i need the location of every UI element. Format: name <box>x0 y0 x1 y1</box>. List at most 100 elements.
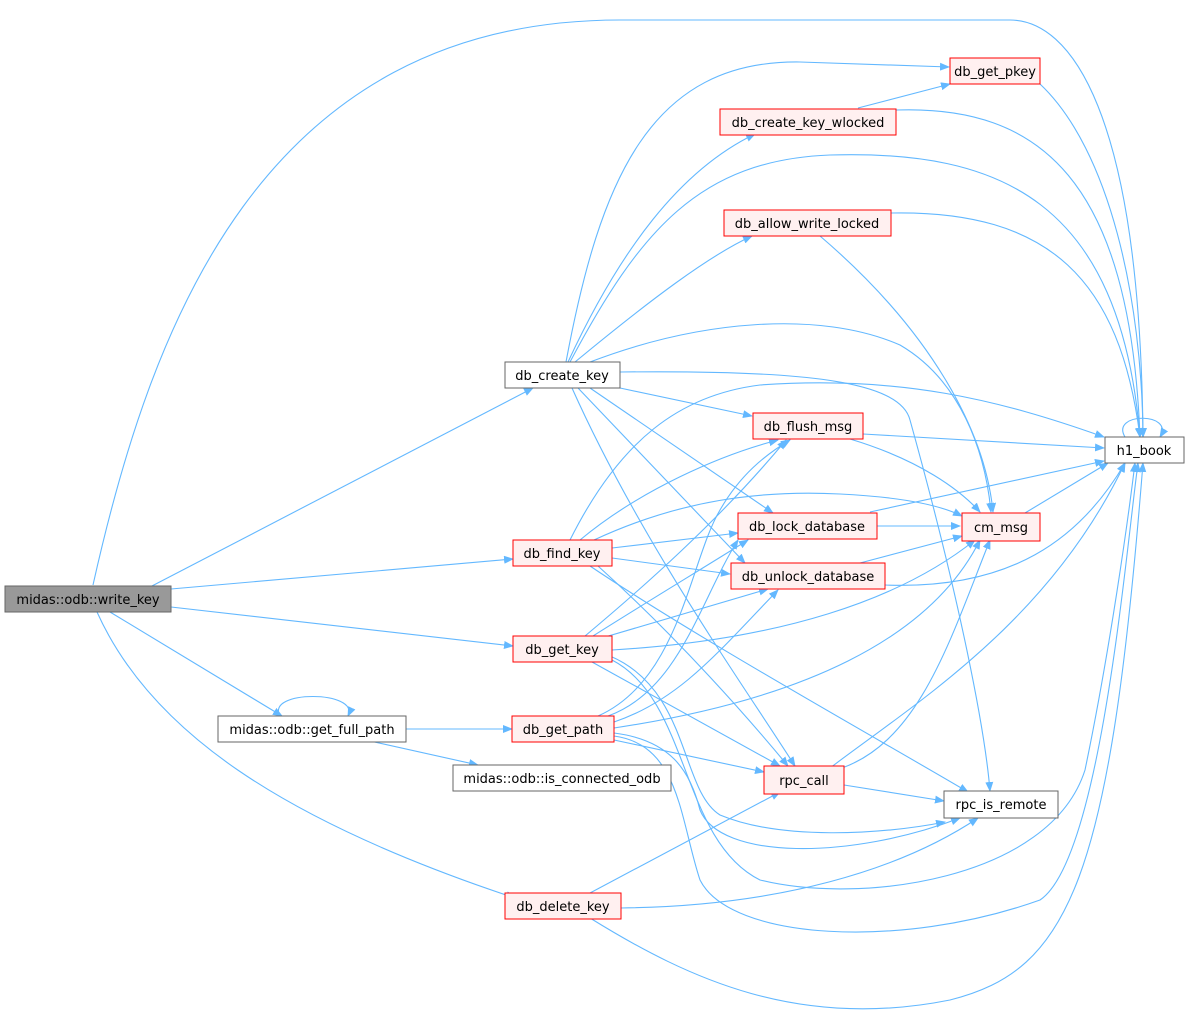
node-db-allow-write-locked-label: db_allow_write_locked <box>735 217 880 232</box>
node-h1-book[interactable]: h1_book <box>1104 436 1185 464</box>
node-db-get-key-box <box>512 635 613 663</box>
edge-unlock_db-cm_msg <box>859 534 963 564</box>
node-get-full-path-label: midas::odb::get_full_path <box>229 723 394 738</box>
node-db-get-path-box <box>511 715 615 743</box>
node-db-allow-write-locked[interactable]: db_allow_write_locked <box>723 209 892 237</box>
node-db-create-key-wlocked-box <box>719 108 897 136</box>
edge-get_pkey-h1_book <box>1039 83 1147 438</box>
edge-write_key-get_full_path <box>109 611 283 717</box>
node-db-create-key-wlocked[interactable]: db_create_key_wlocked <box>719 108 897 136</box>
edge-create_key_wlocked-h1_book <box>895 109 1144 438</box>
edge-find_key-lock_db <box>611 530 739 549</box>
edge-unlock_db-h1_book <box>884 462 1126 586</box>
edge-get_full_path-self <box>277 696 356 717</box>
edge-flush_msg-h1_book <box>862 433 1105 452</box>
edge-get_path-lock_db <box>607 539 739 717</box>
node-get-full-path[interactable]: midas::odb::get_full_path <box>217 715 407 743</box>
edge-get_key-unlock_db <box>604 587 769 638</box>
edge-find_key-cm_msg <box>593 492 963 541</box>
node-rpc-call-label: rpc_call <box>779 774 829 789</box>
edge-find_key-rpc_call <box>597 565 789 767</box>
node-db-delete-key-box <box>504 892 622 920</box>
node-db-get-path[interactable]: db_get_path <box>511 715 615 743</box>
edge-get_path-unlock_db <box>613 589 779 723</box>
node-is-connected-odb-label: midas::odb::is_connected_odb <box>463 772 660 787</box>
node-layer: midas::odb::write_key db_create_key db_g… <box>4 57 1185 920</box>
node-db-find-key[interactable]: db_find_key <box>512 539 613 567</box>
node-db-delete-key-label: db_delete_key <box>516 900 610 915</box>
edge-create_key-rpc_call <box>571 387 796 767</box>
edge-layer <box>92 19 1169 1010</box>
node-db-unlock-database-label: db_unlock_database <box>742 570 875 585</box>
node-db-create-key[interactable]: db_create_key <box>504 361 621 389</box>
edge-lock_db-h1_book <box>869 459 1105 513</box>
edge-delete_key-rpc_is_remote <box>620 817 979 909</box>
node-write-key[interactable]: midas::odb::write_key <box>4 585 172 613</box>
node-db-get-path-label: db_get_path <box>523 723 603 738</box>
edge-rpc_call-cm_msg <box>841 539 991 769</box>
edge-create_key-allow_write <box>574 235 753 363</box>
node-db-get-pkey[interactable]: db_get_pkey <box>949 57 1041 85</box>
edge-get_key-lock_db <box>592 539 749 637</box>
edge-find_key-flush_msg <box>579 438 779 541</box>
edge-get_path-h1_book <box>613 462 1141 933</box>
edge-get_key-flush_msg <box>584 439 787 637</box>
node-h1-book-box <box>1104 436 1185 464</box>
node-is-connected-odb[interactable]: midas::odb::is_connected_odb <box>452 764 672 792</box>
edge-h1_book-h1_book <box>1122 417 1169 438</box>
edge-allow_write-cm_msg <box>819 235 997 513</box>
node-db-create-key-wlocked-label: db_create_key_wlocked <box>732 116 885 131</box>
edge-rpc_call-rpc_is_remote <box>843 784 945 804</box>
node-db-allow-write-locked-box <box>723 209 892 237</box>
node-db-unlock-database-box <box>730 562 886 590</box>
node-db-unlock-database[interactable]: db_unlock_database <box>730 562 886 590</box>
edge-rpc_call-h1_book <box>829 462 1126 769</box>
edge-flush_msg-cm_msg <box>849 438 981 513</box>
edge-get_path-flush_msg <box>597 439 791 717</box>
edge-create_key-rpc_is_remote <box>619 371 994 792</box>
node-cm-msg-label: cm_msg <box>974 521 1028 536</box>
node-cm-msg[interactable]: cm_msg <box>961 512 1041 542</box>
node-rpc-is-remote-box <box>943 790 1059 819</box>
node-db-get-key-label: db_get_key <box>525 643 599 658</box>
edge-write_key-h1_book <box>92 19 1147 586</box>
edge-write_key-delete_key <box>96 611 516 899</box>
node-db-delete-key[interactable]: db_delete_key <box>504 892 622 920</box>
edge-get_path-rpc_call <box>613 739 765 775</box>
edge-find_key-unlock_db <box>611 557 731 577</box>
edge-delete_key-h1_book <box>589 462 1147 1010</box>
edge-find_key-h1_book <box>569 382 1105 541</box>
edge-create_key-get_pkey <box>565 61 950 363</box>
edge-get_path-cm_msg <box>613 539 981 729</box>
node-db-lock-database-box <box>737 512 878 540</box>
edge-get_key-cm_msg <box>611 539 976 651</box>
node-db-get-key[interactable]: db_get_key <box>512 635 613 663</box>
edge-create_key-h1_book <box>569 154 1144 438</box>
edge-write_key-create_key <box>149 387 534 588</box>
node-db-get-pkey-box <box>949 57 1041 85</box>
edge-write_key-find_key <box>170 555 514 590</box>
node-rpc-is-remote[interactable]: rpc_is_remote <box>943 790 1059 819</box>
node-db-lock-database[interactable]: db_lock_database <box>737 512 878 540</box>
edge-get_path-rpc_is_remote <box>613 732 961 850</box>
node-rpc-call-box <box>763 765 845 795</box>
node-is-connected-odb-box <box>452 764 672 792</box>
edge-delete_key-rpc_call <box>589 791 781 894</box>
node-db-flush-msg[interactable]: db_flush_msg <box>752 412 864 440</box>
node-db-create-key-label: db_create_key <box>515 369 609 384</box>
edge-create_key-unlock_db <box>577 387 746 564</box>
node-h1-book-label: h1_book <box>1117 444 1172 459</box>
node-write-key-label: midas::odb::write_key <box>16 593 159 608</box>
edge-create_key_wlocked-get_pkey <box>857 82 951 109</box>
node-db-get-pkey-label: db_get_pkey <box>954 65 1036 80</box>
edge-write_key-get_key <box>170 606 514 649</box>
edge-get_key-rpc_is_remote <box>609 655 946 834</box>
edge-cm_msg-h1_book <box>1024 462 1109 514</box>
node-db-flush-msg-label: db_flush_msg <box>764 420 853 435</box>
edge-create_key-flush_msg <box>619 387 753 419</box>
node-rpc-is-remote-label: rpc_is_remote <box>956 798 1047 813</box>
node-db-lock-database-label: db_lock_database <box>749 520 865 535</box>
edge-get_full_path-is_connected <box>369 740 479 767</box>
node-rpc-call[interactable]: rpc_call <box>763 765 845 795</box>
